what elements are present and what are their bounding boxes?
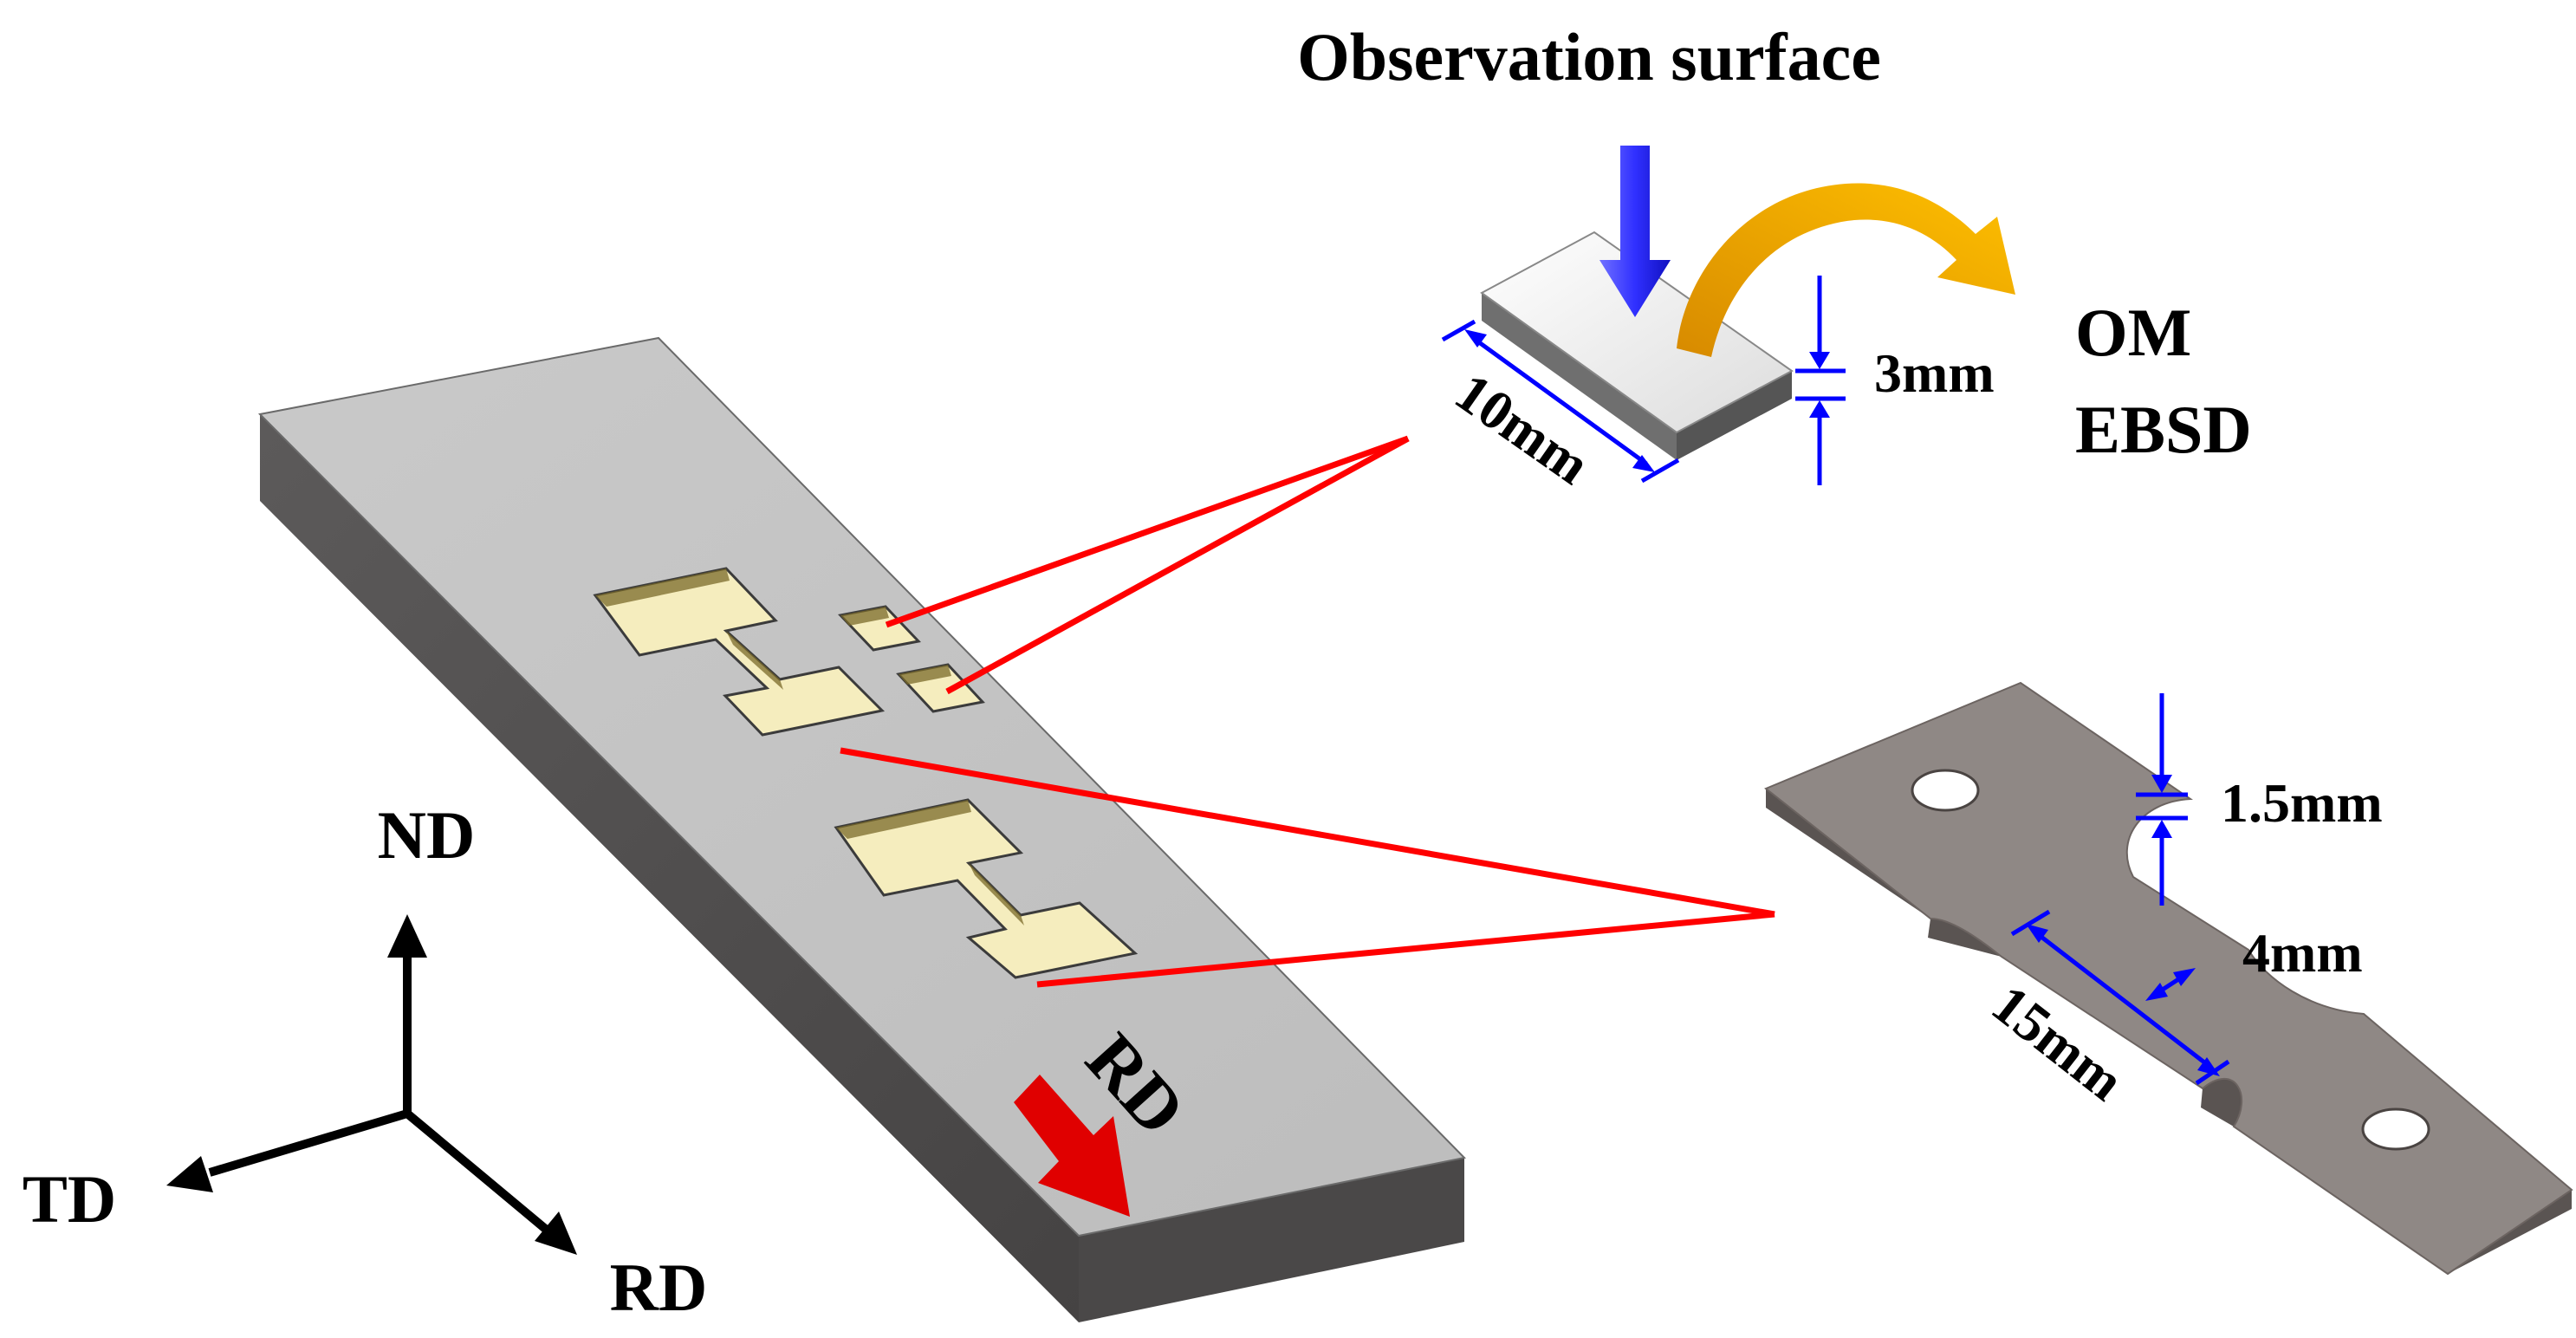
rolled-plate <box>257 336 1467 1322</box>
ebsd-label: EBSD <box>2075 392 2252 467</box>
sample-top-face <box>1480 231 1794 434</box>
width-dimension-4mm <box>2145 968 2196 1001</box>
thickness-dimension-1-5mm <box>2136 693 2188 906</box>
nd-label: ND <box>378 797 476 873</box>
callout-line-3 <box>840 747 1775 918</box>
length-dimension-10mm <box>1441 319 1680 484</box>
thickness-dimension-3mm <box>1795 276 1846 485</box>
sample-left-side <box>1482 293 1677 460</box>
plate-top-face <box>257 336 1467 1237</box>
grip-hole-left <box>1911 769 1980 812</box>
gauge-dimension-15mm <box>2010 909 2230 1086</box>
td-arrow-icon <box>166 1156 213 1192</box>
td-label: TD <box>23 1161 116 1237</box>
tensile-specimen <box>1764 681 2573 1276</box>
rd-axis-arrow-icon <box>535 1211 577 1255</box>
metallography-sample <box>1480 231 1794 460</box>
tensile-specimen-top <box>1764 681 2573 1276</box>
callout-line-1 <box>885 435 1410 628</box>
tensile-pocket-lower <box>834 798 1139 979</box>
callout-line-2 <box>945 435 1410 695</box>
observation-surface-label: Observation surface <box>1297 19 1881 94</box>
sample-front-side <box>1677 371 1792 460</box>
callout-lines <box>840 435 1775 988</box>
coordinate-axes <box>166 914 577 1255</box>
callout-line-4 <box>1036 911 1775 988</box>
om-label: OM <box>2075 295 2191 370</box>
width-label-4mm: 4mm <box>2242 922 2363 984</box>
observation-arrow-icon <box>1599 146 1671 317</box>
rd-axis-label: RD <box>610 1250 708 1325</box>
grip-hole-right <box>2361 1107 2430 1151</box>
nd-arrow-icon <box>387 914 427 958</box>
plate-left-side <box>260 414 1079 1322</box>
rd-plate-arrow-icon <box>1014 1075 1130 1217</box>
curved-arrow-icon <box>1677 183 2015 357</box>
tensile-pocket-upper <box>593 567 886 737</box>
plate-front-end <box>1079 1158 1464 1322</box>
metallography-pocket-2 <box>896 663 985 713</box>
thickness-label-3mm: 3mm <box>1874 342 1995 404</box>
thickness-label-1-5mm: 1.5mm <box>2221 772 2383 834</box>
metallography-pocket-1 <box>838 605 921 652</box>
